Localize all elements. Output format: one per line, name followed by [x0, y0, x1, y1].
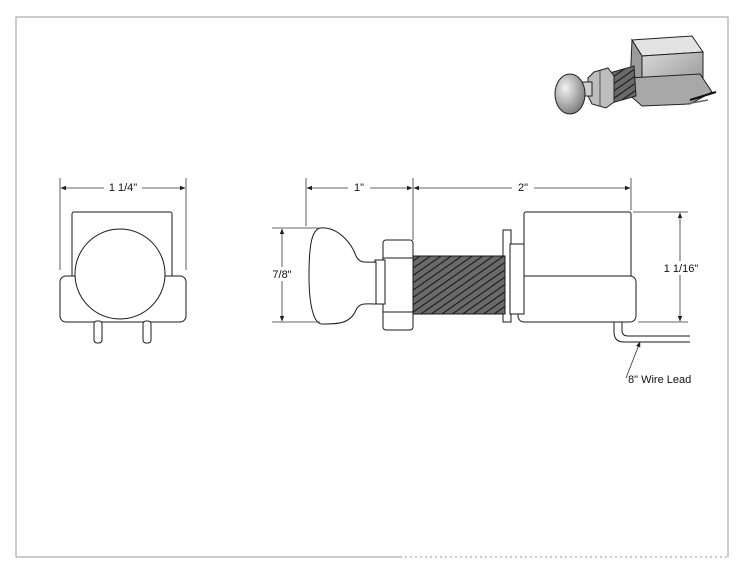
dim-front-width-label: 1 1/4" — [109, 182, 137, 194]
dim-body-height-label: 1 1/16" — [664, 263, 699, 275]
dim-knob-height-label: 7/8" — [272, 269, 291, 281]
side-view — [308, 211, 690, 343]
sheet-border — [15, 16, 729, 558]
dim-body-length-label: 2" — [518, 182, 528, 194]
dim-knob-length-bg — [348, 180, 370, 194]
wire-lead-label: 8" Wire Lead — [628, 374, 691, 386]
dim-front-width-bg — [104, 180, 142, 194]
isometric-view — [554, 35, 717, 115]
front-view — [59, 211, 187, 344]
dim-knob-height-bg — [266, 267, 298, 281]
wire-lead-leader — [625, 341, 641, 379]
dim-knob-length-label: 1" — [354, 182, 364, 194]
dim-body-length-bg — [512, 180, 534, 194]
dim-body-height-bg — [656, 261, 706, 275]
